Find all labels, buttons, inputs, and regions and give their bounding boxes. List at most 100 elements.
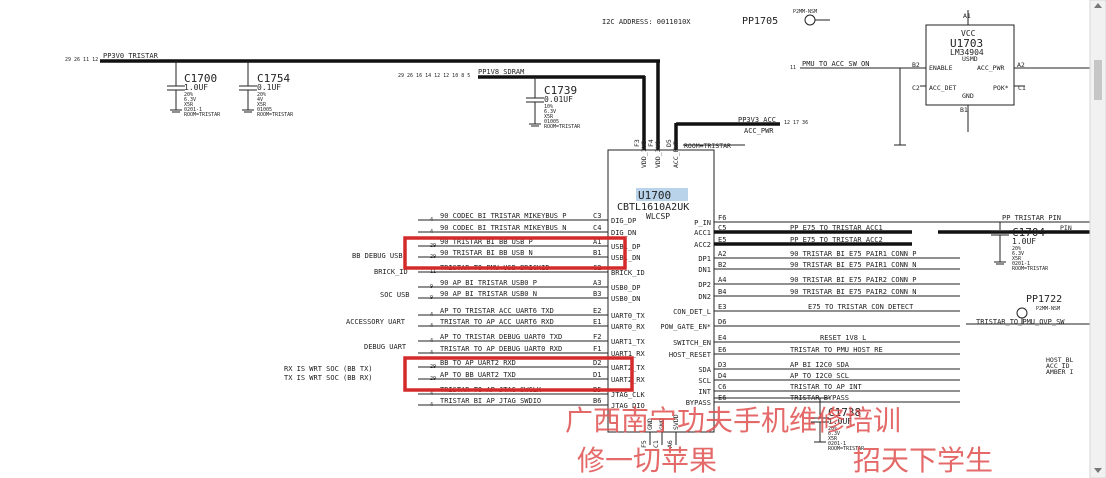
left-pin-name: UART0_TX: [611, 312, 646, 320]
right-net-label: 90_TRISTAR_BI_E75_PAIR2_CONN_N: [790, 288, 916, 296]
left-net-label: 90_AP_BI_TRISTAR_USB0_N: [440, 290, 537, 298]
cap-ref: C1704: [1012, 226, 1045, 239]
cap-value: 0.01UF: [544, 95, 573, 104]
bottom-pin-num: F5: [640, 440, 648, 448]
vertical-scrollbar[interactable]: [1089, 0, 1106, 478]
rail-ref: 12 17 36: [784, 120, 808, 126]
u1703-part: LM34904: [950, 48, 984, 57]
u1700-pkg: WLCSP: [646, 212, 670, 221]
label-debug-uart: DEBUG UART: [364, 343, 407, 351]
cap-spec: X5R: [184, 102, 194, 108]
top-pin-num: F3: [633, 139, 641, 147]
cap-spec: 0201-1: [828, 441, 846, 447]
rail-ref: 29 26 16 14 12 12 10 8 5: [398, 73, 470, 79]
right-net-label: AP_TO_I2C0_SCL: [790, 372, 849, 380]
top-pin-name: VDD_3V0: [654, 141, 662, 168]
right-pin-name: SDA: [698, 366, 711, 374]
u1703-vcc: VCC: [961, 29, 976, 38]
right-pin-num: E4: [718, 334, 726, 342]
right-pin-name: CON_DET_L: [673, 308, 711, 316]
cap-spec: 10%: [544, 104, 553, 110]
u1703-ref: U1703: [950, 37, 983, 50]
top-pin-num: F4: [647, 139, 655, 147]
cap-spec: 20%: [828, 426, 837, 432]
cap-spec: ROOM=TRISTAR: [257, 112, 294, 118]
right-pin-num: D4: [718, 372, 726, 380]
net-pin: PP_TRISTAR_PIN: [1002, 214, 1061, 222]
bottom-pin-name: SVDD: [672, 414, 680, 430]
right-net-label: PP_E75_TO_TRISTAR_ACC2: [790, 236, 883, 244]
right-pin-name: SWITCH_EN: [673, 339, 711, 347]
right-pin-num: E3: [718, 303, 726, 311]
pp1722: PP1722 P2MM-NSM: [966, 294, 1106, 325]
cap-spec: 20%: [257, 92, 266, 98]
cap-value: 0.1UF: [257, 83, 281, 92]
scroll-up-icon[interactable]: [1094, 3, 1102, 8]
right-pin-num: A4: [718, 276, 726, 284]
bottom-pin-name: GND: [646, 418, 654, 430]
label-bb-debug-usb: BB DEBUG USB: [352, 252, 403, 260]
net-ref: 9: [430, 284, 433, 290]
right-pin-num: D3: [718, 361, 726, 369]
right-pin-name: HOST_RESET: [669, 351, 712, 359]
label-acc-id: ACC_ID: [1046, 362, 1070, 370]
net-ref: 11: [430, 269, 436, 275]
u1703-pok: POK*: [993, 84, 1009, 92]
left-pin-num: D2: [593, 359, 601, 367]
label-host-bl: HOST_BL: [1046, 356, 1073, 364]
pin-num: B2: [912, 61, 920, 69]
cap-spec: 20%: [184, 92, 193, 98]
left-pin-num: B1: [593, 249, 601, 257]
cap-c1704: PP_TRISTAR_PIN PIN C1704 1.0UF 20% 6.3V …: [714, 214, 1090, 272]
net-pmu-to-acc: PMU_TO_ACC_SW_ON: [802, 60, 869, 68]
cap-spec: X5R: [544, 114, 554, 120]
pp3v3-rail: PP3V3_ACC 12 17 36 ACC_PWR ROOM=TRISTAR: [674, 116, 808, 150]
right-pin-name: DN1: [698, 266, 711, 274]
left-net-label: 90_TRISTAR_BI_BB_USB_P: [440, 238, 533, 246]
left-pin-name: JTAG_CLK: [611, 391, 646, 399]
cap-c1738: C1738 1.0UF 20% 6.3V X5R 0201-1 ROOM=TRI…: [714, 397, 865, 452]
cap-ref: C1739: [544, 84, 577, 97]
right-pin-num: C5: [718, 224, 726, 232]
left-pin-name: BRICK_ID: [611, 269, 645, 277]
u1703-enable: ENABLE: [929, 64, 953, 72]
cap-value: 1.0UF: [1012, 237, 1036, 246]
left-pin-name: UART1_RX: [611, 350, 646, 358]
left-pin-num: E1: [593, 318, 601, 326]
scrollbar-thumb[interactable]: [1094, 60, 1102, 100]
label-tx-note: TX IS WRT SOC (BB RX): [284, 374, 373, 382]
right-pin-name: P_IN: [694, 219, 711, 227]
bottom-pin-name: GND: [658, 418, 666, 430]
cap-spec: ROOM=TRISTAR: [1012, 266, 1049, 272]
u1700-ref: U1700: [638, 189, 671, 202]
right-pin-name: BYPASS: [686, 399, 711, 407]
cap-spec: 0201-1: [1012, 261, 1030, 267]
net-ref: 29: [430, 243, 436, 249]
cap-spec: 0201-1: [184, 107, 202, 113]
cap-spec: 4V: [257, 97, 263, 103]
right-pin-num: B2: [718, 261, 726, 269]
cap-spec: 6.3V: [1012, 251, 1024, 257]
left-net-label: TRISTAR_TO_AP_ACC_UART6_RXD: [440, 318, 554, 326]
cap-value: 1.0UF: [828, 417, 852, 426]
top-pin-num: D5: [665, 139, 673, 147]
pin-num: A2: [1017, 61, 1025, 69]
net-ref: 4: [430, 391, 433, 397]
net-ref: 29: [430, 376, 436, 382]
right-net-label: E75_TO_TRISTAR_CON_DETECT: [808, 303, 914, 311]
right-pin-name: SCL: [698, 377, 711, 385]
pp1705-label: PP1705: [742, 16, 778, 27]
pp1722-label: PP1722: [1026, 294, 1062, 305]
net-ref: 11: [790, 65, 796, 71]
rail-label-pp1v8: PP1V8_SDRAM: [478, 68, 524, 76]
cap-ref: C1700: [184, 72, 217, 85]
left-pin-num: F2: [593, 333, 601, 341]
net-ref: 4: [430, 402, 433, 408]
pp1722-sub: P2MM-NSM: [1036, 306, 1060, 312]
u1703-accpwr: ACC_PWR: [977, 64, 1004, 72]
cap-value: 1.0UF: [184, 83, 208, 92]
scroll-down-icon[interactable]: [1094, 468, 1102, 473]
rail-ref: 29 26 11 12: [65, 57, 98, 63]
left-net-label: 90_CODEC_BI_TRISTAR_MIKEYBUS_P: [440, 212, 566, 220]
label-accessory-uart: ACCESSORY UART: [346, 318, 406, 326]
